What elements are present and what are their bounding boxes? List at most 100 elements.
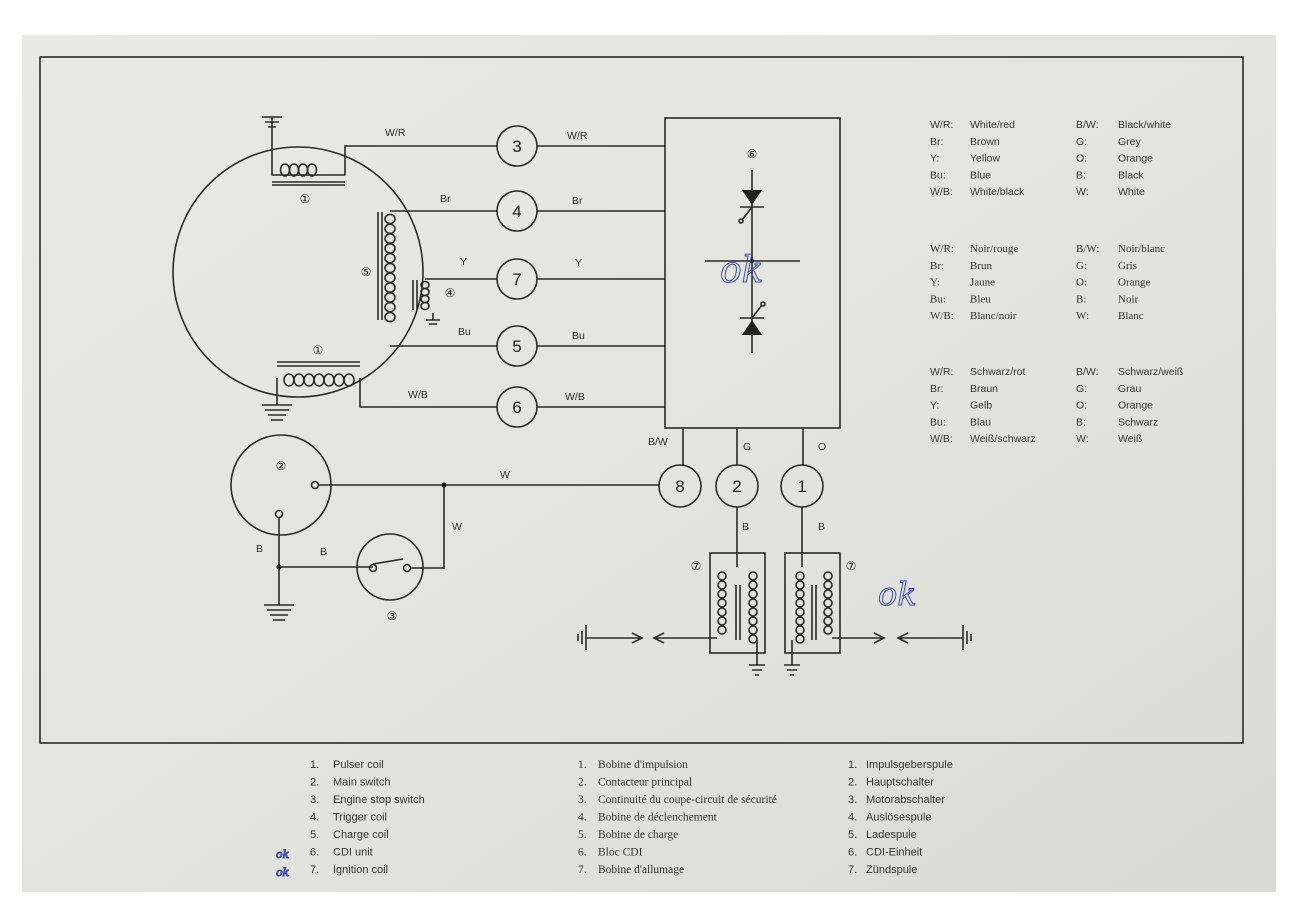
coil-winding [748,616,758,626]
legend-color: Noir/rouge [970,243,1018,255]
part-name: Auslösespule [866,812,931,824]
wires-to-ignition-coils [736,507,803,567]
spark-gap-right [840,625,972,650]
part-number: 2. [578,777,587,789]
marker-4: ④ [445,286,456,300]
legend-color: Orange [1118,277,1150,289]
legend-color: Gris [1118,260,1137,272]
part-number: 6. [578,847,587,859]
flywheel-magneto-circle [172,146,424,398]
coil-winding [823,625,833,635]
legend-color: Brown [970,136,1000,148]
legend-code: B: [1076,169,1086,181]
part-number: 7. [310,864,319,876]
coil-winding [748,625,758,635]
paper-page [22,35,1276,892]
marker-3: ③ [387,609,398,623]
marker-1-top: ① [300,192,311,206]
legend-color: White [1118,186,1145,198]
part-name: Charge coil [333,829,389,841]
spark-gap-left [577,625,710,650]
legend-code: Y: [930,153,939,165]
legend-color: Brun [970,260,993,272]
part-number: 6. [310,847,319,859]
legend-code: Y: [930,277,940,289]
part-number: 6. [848,847,857,859]
ground-icon [264,604,294,621]
legend-color: Jaune [970,277,995,289]
wire-label-wb-right: W/B [565,391,585,403]
ignition-coil-right: ⑦ [784,552,856,676]
coil-winding [748,634,758,644]
svg-text:7: 7 [512,270,521,289]
wire-label-y-right: Y [575,257,582,269]
wires-to-cdi [537,145,665,408]
wire-label-bu-right: Bu [572,330,585,342]
pulser-coil-top [279,163,318,177]
part-name: Contacteur principal [598,777,692,789]
legend-code: G: [1076,383,1087,395]
coil-winding [384,311,396,323]
part-name: Bobine d'impulsion [598,759,688,771]
wire-wr-left [271,117,497,176]
legend-color: Schwarz/weiß [1118,366,1183,378]
legend-code: B/W: [1076,119,1099,131]
coil-winding [823,580,833,590]
coil-winding [795,580,805,590]
wire-label-bu: Bu [458,326,471,338]
handwritten-ok: ok [276,848,290,861]
wire-label-g: G [743,441,751,453]
part-number: 1. [310,759,319,771]
part-name: Bloc CDI [598,847,643,859]
wire-label-w: W [500,469,510,481]
part-number: 7. [578,864,587,876]
coil-winding [795,616,805,626]
wire-br-bu-left [390,210,497,347]
coil-winding [823,571,833,581]
part-number: 3. [310,794,319,806]
part-name: Engine stop switch [333,794,425,806]
coil-core [272,181,345,186]
connector-8: 8 [658,464,702,508]
part-name: Hauptschalter [866,777,934,789]
wire-label-o: O [818,441,826,453]
coil-winding [823,589,833,599]
legend-code: O: [1076,153,1087,165]
part-number: 1. [848,759,857,771]
part-name: CDI-Einheit [866,847,922,859]
part-name: Bobine de charge [598,829,678,841]
legend-code: Y: [930,400,939,412]
coil-winding [748,598,758,608]
part-number: 5. [578,829,587,841]
part-name: Ignition coil [333,864,388,876]
coil-winding [748,571,758,581]
wire-label-br: Br [440,193,451,205]
legend-color: White/black [970,186,1025,198]
marker-7: ⑦ [691,559,702,573]
coil-winding [795,598,805,608]
wire-label-b: B [742,521,749,533]
legend-code: W: [1076,310,1089,322]
coil-winding [717,571,727,581]
wire-label-bw: B/W [648,436,668,448]
part-number: 2. [310,777,319,789]
coil-winding [795,607,805,617]
coil-winding [823,616,833,626]
legend-color: Noir/blanc [1118,243,1165,255]
part-name: Continuité du coupe-circuit de sécurité [598,794,777,806]
part-number: 3. [848,794,857,806]
coil-winding [795,571,805,581]
wire-wb-left [262,378,497,421]
legend-color: Yellow [970,153,1000,165]
part-name: Bobine de déclenchement [598,812,718,824]
legend-color: Orange [1118,153,1153,165]
legend-code: W/R: [930,119,953,131]
legend-code: O: [1076,400,1087,412]
ground-icon [262,116,282,128]
legend-color: Gelb [970,400,992,412]
legend-color: Orange [1118,400,1153,412]
svg-text:2: 2 [732,477,741,496]
coil-winding [717,589,727,599]
legend-color: Bleu [970,293,991,305]
part-number: 4. [578,812,587,824]
